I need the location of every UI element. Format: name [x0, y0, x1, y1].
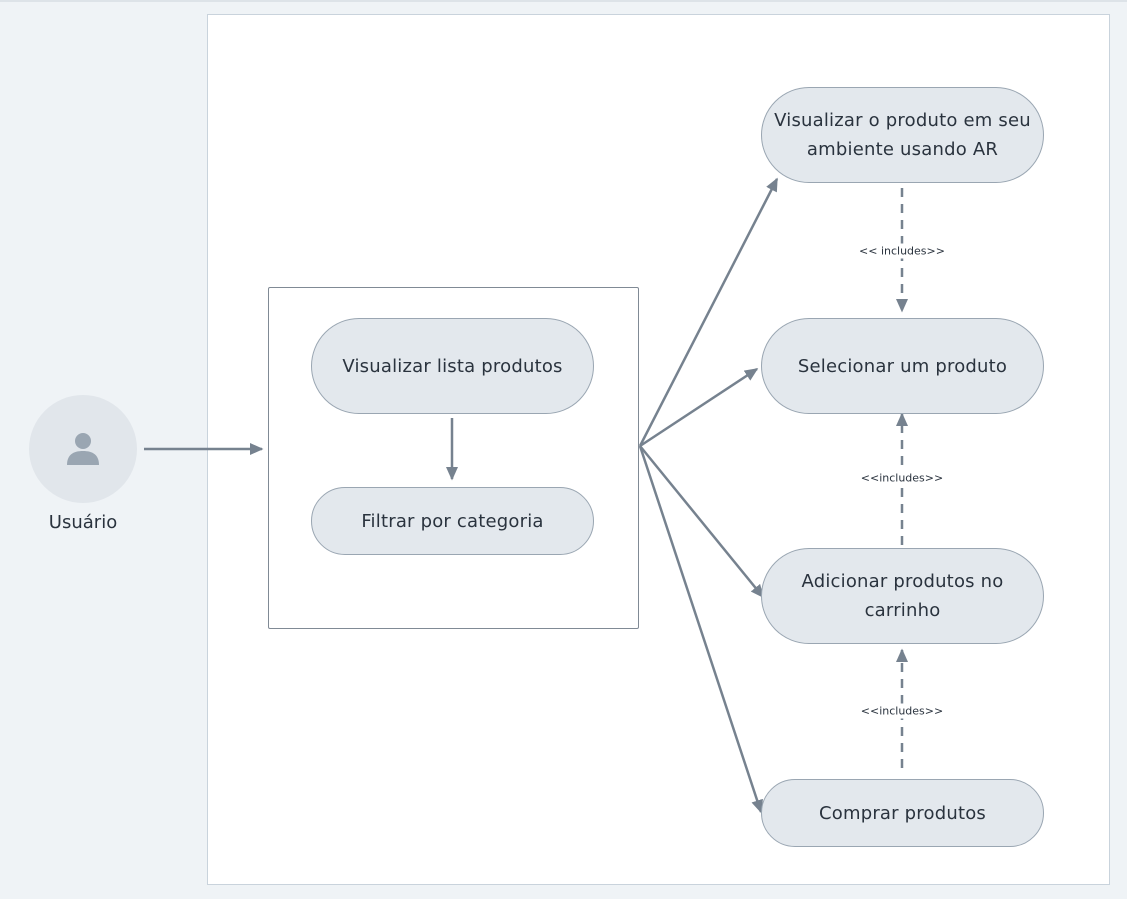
include-label-cart-select: <<includes>>: [858, 470, 946, 486]
usecase-filter: Filtrar por categoria: [311, 487, 594, 555]
include-label-ar-select: << includes>>: [857, 243, 947, 259]
top-edge: [0, 0, 1127, 2]
usecase-view-list: Visualizar lista produtos: [311, 318, 594, 414]
user-icon: [67, 433, 99, 465]
usecase-select-product: Selecionar um produto: [761, 318, 1044, 414]
actor-name: Usuário: [48, 512, 118, 533]
usecase-view-ar: Visualizar o produto em seu ambiente usa…: [761, 87, 1044, 183]
actor-avatar: [29, 395, 137, 503]
usecase-add-to-cart: Adicionar produtos no carrinho: [761, 548, 1044, 644]
usecase-buy: Comprar produtos: [761, 779, 1044, 847]
include-label-buy-cart: <<includes>>: [858, 703, 946, 719]
